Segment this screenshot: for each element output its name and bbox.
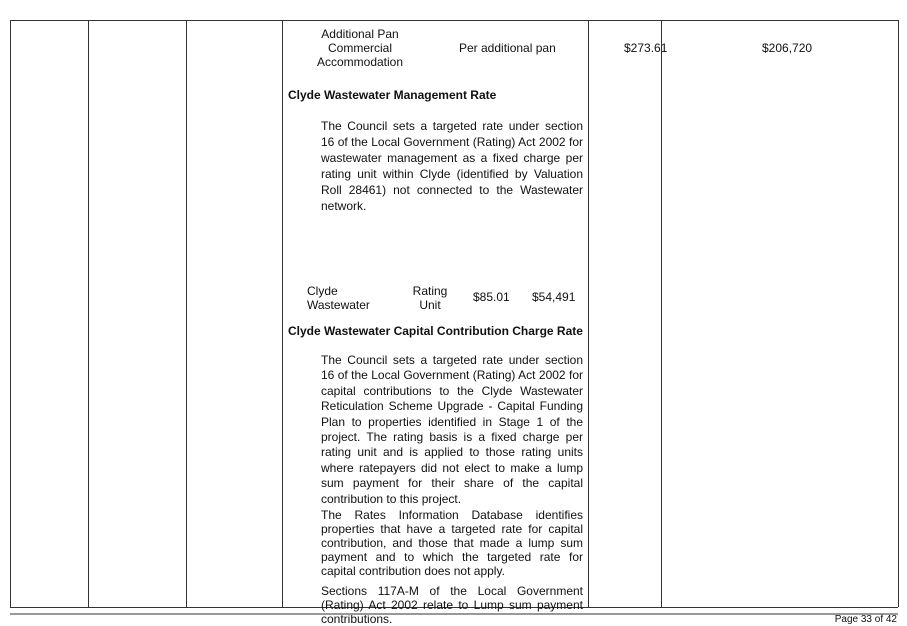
capital-body-1: The Council sets a targeted rate under s… bbox=[321, 353, 583, 506]
page-number: Page 33 of 42 bbox=[834, 614, 897, 625]
mgmt-row-name: Clyde Wastewater bbox=[307, 284, 370, 312]
mgmt-heading: Clyde Wastewater Management Rate bbox=[288, 88, 497, 102]
mgmt-row-rate: $85.01 bbox=[473, 290, 510, 304]
pan-row-revenue: $206,720 bbox=[762, 41, 813, 55]
capital-body-2: The Rates Information Database identifie… bbox=[321, 508, 583, 579]
pan-row-rate: $273.61 bbox=[624, 41, 668, 55]
mgmt-body: The Council sets a targeted rate under s… bbox=[321, 119, 583, 213]
mgmt-row-revenue: $54,491 bbox=[532, 290, 576, 304]
capital-heading: Clyde Wastewater Capital Contribution Ch… bbox=[288, 324, 583, 338]
capital-body: The Council sets a targeted rate under s… bbox=[321, 353, 583, 626]
column-divider bbox=[10, 20, 11, 607]
pan-row-name: Additional Pan Commercial Accommodation bbox=[316, 27, 404, 69]
column-divider bbox=[661, 20, 662, 607]
pan-row-basis: Per additional pan bbox=[459, 41, 556, 55]
table-top-border bbox=[10, 20, 898, 21]
table-bottom-border bbox=[10, 607, 898, 608]
column-divider bbox=[282, 20, 283, 607]
footer-rule bbox=[10, 613, 898, 615]
column-divider bbox=[88, 20, 89, 607]
column-divider bbox=[186, 20, 187, 607]
column-divider bbox=[898, 20, 899, 607]
mgmt-row-basis: Rating Unit bbox=[412, 284, 448, 312]
capital-body-3: Sections 117A-M of the Local Government … bbox=[321, 584, 583, 626]
column-divider bbox=[588, 20, 589, 607]
